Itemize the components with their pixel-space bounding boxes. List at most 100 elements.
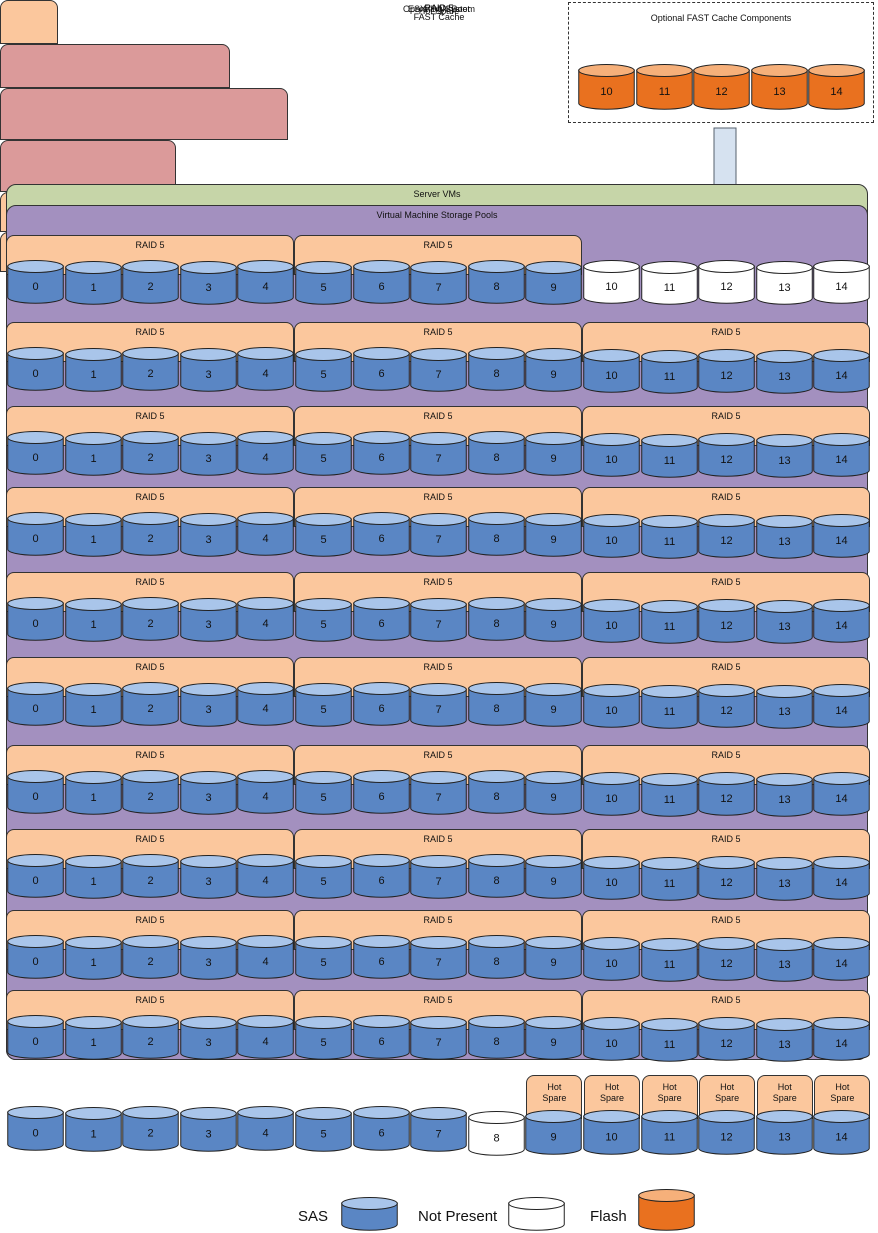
sas-disk-icon: 4 xyxy=(237,1106,295,1151)
sas-disk-icon: 1 xyxy=(64,598,122,642)
disk-number: 2 xyxy=(148,281,154,293)
disk-number: 0 xyxy=(32,956,38,968)
sas-disk-icon: 0 xyxy=(7,1015,64,1059)
disk-number: 5 xyxy=(320,957,326,969)
sas-disk-icon: 12 xyxy=(698,349,755,393)
flash-disk-icon: 14 xyxy=(808,64,865,110)
sas-disk-icon: 0 xyxy=(7,431,64,475)
disk-number: 13 xyxy=(773,86,785,98)
sas-disk-icon: 9 xyxy=(525,771,583,815)
hot-spare-label: Hot Spare xyxy=(599,1082,625,1103)
disk-number: 14 xyxy=(836,958,848,970)
raid-label: RAID 5 xyxy=(711,915,741,925)
sas-disk-icon: 11 xyxy=(640,1110,698,1155)
raid-label: RAID 5 xyxy=(135,995,165,1005)
disk-number: 14 xyxy=(836,877,848,889)
sas-disk-icon: 9 xyxy=(525,432,583,476)
sas-disk-icon: 12 xyxy=(698,1110,755,1155)
hot-spare-label: Hot Spare xyxy=(772,1082,797,1103)
disk-number: 6 xyxy=(378,956,384,968)
raid-label: RAID 5 xyxy=(711,577,741,587)
disk-number: 12 xyxy=(721,877,733,889)
sas-disk-icon: 0 xyxy=(7,597,64,641)
disk-number: 0 xyxy=(32,1036,38,1048)
hot-spare-label: Hot Spare xyxy=(542,1082,567,1103)
sas-disk-icon: 1 xyxy=(64,348,122,392)
sas-disk-icon: 12 xyxy=(698,684,755,728)
disk-number: 12 xyxy=(721,370,733,382)
disk-number: 12 xyxy=(721,620,733,632)
sas-disk-icon: 3 xyxy=(180,598,237,642)
disk-number: 14 xyxy=(836,1038,848,1050)
sas-disk-icon: 9 xyxy=(525,1110,583,1155)
esxi-label: ESXi SAN Boot xyxy=(407,4,471,14)
sas-disk-icon: 6 xyxy=(352,347,410,391)
raid-label: RAID 5 xyxy=(711,750,741,760)
disk-number: 2 xyxy=(148,791,154,803)
disk-number: 1 xyxy=(90,453,96,465)
disk-number: 9 xyxy=(551,1037,557,1049)
disk-number: 0 xyxy=(32,533,38,545)
flash-disk-icon: 10 xyxy=(578,64,635,110)
disk-number: 6 xyxy=(378,452,384,464)
disk-number: 3 xyxy=(205,957,211,969)
disk-number: 7 xyxy=(436,1037,442,1049)
disk-number: 4 xyxy=(263,452,269,464)
sas-disk-icon: 0 xyxy=(7,935,64,979)
disk-number: 8 xyxy=(493,956,499,968)
disk-number: 4 xyxy=(263,281,269,293)
sas-disk-icon: 8 xyxy=(468,431,525,475)
disk-number: 7 xyxy=(436,369,442,381)
disk-number: 10 xyxy=(605,793,617,805)
disk-number: 5 xyxy=(320,534,326,546)
sas-disk-icon: 7 xyxy=(410,1107,467,1152)
sas-disk-icon: 6 xyxy=(352,597,410,641)
disk-number: 6 xyxy=(378,368,384,380)
disk-number: 9 xyxy=(551,1132,557,1144)
disk-number: 13 xyxy=(778,371,790,383)
legend-sas-disk-icon xyxy=(341,1197,398,1231)
sas-disk-icon: 2 xyxy=(122,597,179,641)
fast-cache-hot-spare-header: Hot Spare xyxy=(0,0,459,44)
raid-label: RAID 5 xyxy=(135,915,165,925)
disk-number: 9 xyxy=(551,704,557,716)
disk-number: 5 xyxy=(320,453,326,465)
disk-number: 3 xyxy=(205,792,211,804)
sas-disk-icon: 4 xyxy=(237,935,295,979)
empty-disk-icon: 11 xyxy=(640,261,698,305)
sas-disk-icon: 10 xyxy=(583,433,640,477)
disk-number: 13 xyxy=(778,1039,790,1051)
sas-disk-icon: 11 xyxy=(640,773,698,817)
sas-disk-icon: 3 xyxy=(180,855,237,899)
disk-number: 7 xyxy=(436,957,442,969)
disk-number: 2 xyxy=(148,618,154,630)
sas-disk-icon: 7 xyxy=(410,771,467,815)
disk-number: 7 xyxy=(436,792,442,804)
sas-disk-icon: 3 xyxy=(180,261,237,305)
disk-number: 11 xyxy=(663,959,674,971)
sas-disk-icon: 11 xyxy=(640,600,698,644)
disk-number: 13 xyxy=(778,455,790,467)
sas-disk-icon: 2 xyxy=(122,682,179,726)
disk-number: 1 xyxy=(90,1129,96,1141)
sas-disk-icon: 8 xyxy=(468,854,525,898)
sas-disk-icon: 6 xyxy=(352,770,410,814)
sas-disk-icon: 14 xyxy=(813,1017,871,1061)
disk-number: 11 xyxy=(663,794,674,806)
sas-disk-icon: 2 xyxy=(122,512,179,556)
disk-number: 0 xyxy=(32,618,38,630)
sas-disk-icon: 12 xyxy=(698,433,755,477)
raid-label: RAID 5 xyxy=(135,662,165,672)
sas-disk-icon: 14 xyxy=(813,937,871,981)
sas-disk-icon: 6 xyxy=(352,431,410,475)
sas-disk-icon: 13 xyxy=(756,773,813,817)
disk-number: 3 xyxy=(205,453,211,465)
disk-number: 10 xyxy=(605,370,617,382)
sas-disk-icon: 9 xyxy=(525,936,583,980)
disk-number: 11 xyxy=(663,371,674,383)
disk-number: 11 xyxy=(663,706,674,718)
sas-disk-icon: 6 xyxy=(352,854,410,898)
sas-disk-icon: 5 xyxy=(295,855,352,899)
disk-number: 14 xyxy=(836,1132,848,1144)
disk-number: 1 xyxy=(90,1037,96,1049)
